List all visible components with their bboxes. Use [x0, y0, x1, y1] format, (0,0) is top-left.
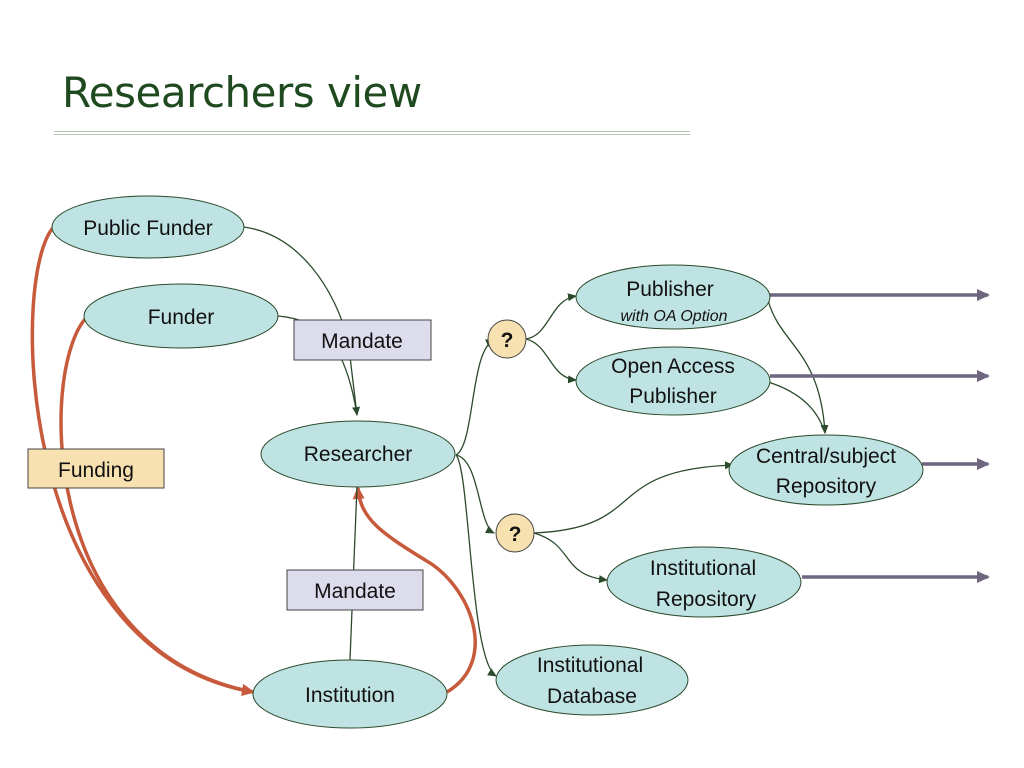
node-central-repository-line1: Central/subject: [756, 445, 896, 468]
node-institutional-database-line1: Institutional: [537, 654, 643, 677]
node-funder: Funder: [83, 283, 279, 349]
connector-publisher-central: [767, 299, 829, 434]
node-institutional-repository-line2: Repository: [656, 588, 757, 611]
decision-node-bottom: ?: [495, 513, 535, 553]
node-publisher: Publisher with OA Option: [575, 264, 771, 330]
node-funder-label: Funder: [148, 306, 215, 329]
node-institutional-database: Institutional Database: [495, 644, 689, 716]
mandate-box-bottom: Mandate: [286, 569, 424, 611]
node-researcher: Researcher: [260, 420, 456, 488]
slide-title: Researchers view: [62, 68, 422, 117]
node-institution-label: Institution: [305, 684, 395, 707]
connector-q-top-publisher: [525, 293, 577, 340]
node-public-funder-label: Public Funder: [83, 217, 213, 240]
node-central-repository-line2: Repository: [776, 475, 877, 498]
decision-node-top: ?: [487, 319, 527, 359]
title-divider: [54, 131, 690, 135]
mandate-box-bottom-label: Mandate: [314, 580, 396, 603]
node-oa-publisher-line2: Publisher: [629, 385, 717, 408]
funding-arrow-institution-researcher: [352, 486, 477, 694]
node-institutional-repository-line1: Institutional: [650, 557, 756, 580]
mandate-box-top-label: Mandate: [321, 330, 403, 353]
decision-bottom-label: ?: [509, 523, 522, 546]
funding-arrow-funder: [59, 314, 255, 696]
node-publisher-sublabel: with OA Option: [620, 308, 727, 325]
connector-q-top-oa-publisher: [525, 338, 577, 384]
node-researcher-label: Researcher: [304, 443, 413, 466]
node-institutional-repository: Institutional Repository: [606, 546, 802, 618]
funding-box-label: Funding: [58, 459, 134, 482]
connector-researcher-q-top: [455, 339, 495, 456]
connector-researcher-inst-db: [455, 454, 497, 677]
node-central-repository: Central/subject Repository: [728, 434, 924, 506]
node-institutional-database-line2: Database: [547, 685, 637, 708]
connector-researcher-q-bottom: [455, 454, 495, 534]
node-publisher-label: Publisher: [626, 278, 714, 301]
funding-box: Funding: [27, 448, 165, 489]
node-oa-publisher-line1: Open Access: [611, 355, 735, 378]
decision-top-label: ?: [501, 329, 514, 352]
node-institution: Institution: [252, 659, 448, 729]
mandate-box-top: Mandate: [293, 319, 432, 361]
connector-q-bottom-inst-repo: [533, 532, 608, 584]
connector-q-bottom-central: [533, 461, 734, 534]
connector-oa-publisher-central: [767, 381, 826, 434]
node-oa-publisher: Open Access Publisher: [575, 346, 771, 416]
node-public-funder: Public Funder: [51, 195, 245, 259]
